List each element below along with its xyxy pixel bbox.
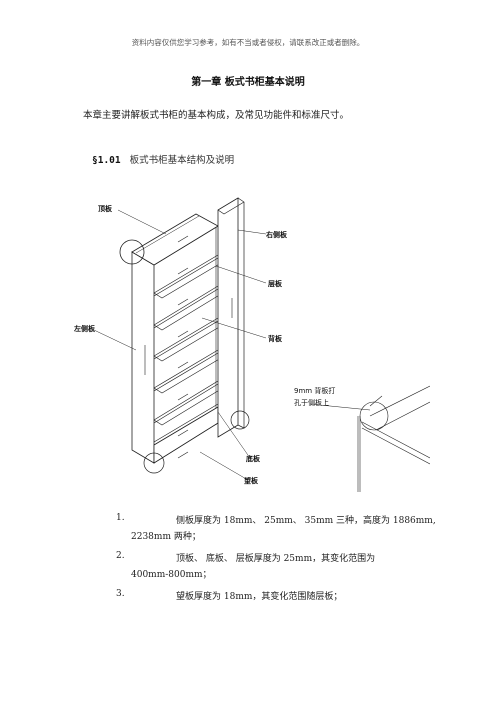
label-left-side-panel: 左侧板 (74, 325, 95, 333)
list-item-text: 侧板厚度为 18mm、 25mm、 35mm 三种，高度为 1886mm, (176, 516, 436, 526)
chapter-title: 第一章 板式书柜基本说明 (191, 77, 305, 88)
section-number: §1.01 (92, 155, 121, 166)
list-item: 2. 顶板、 底板、 层板厚度为 25mm，其变化范围为 400mm-800mm… (116, 551, 376, 589)
list-item: 1. 侧板厚度为 18mm、 25mm、 35mm 三种，高度为 1886mm,… (116, 513, 436, 551)
label-top-panel: 顶板 (98, 205, 112, 213)
list-item-text-continued: 2238mm 两种； (131, 532, 201, 542)
list-item-number: 3. (116, 589, 125, 599)
intro-paragraph: 本章主要讲解板式书柜的基本构成，及常见功能件和标准尺寸。 (83, 110, 350, 121)
list-item-text-continued: 400mm-800mm； (131, 570, 212, 580)
label-shelf: 层板 (268, 280, 282, 288)
list-item-number: 1. (116, 513, 125, 523)
watermark: 资料内容仅供您学习参考，如有不当或者侵权，请联系改正或者删除。 (131, 38, 365, 47)
list-item-text: 顶板、 底板、 层板厚度为 25mm，其变化范围为 (176, 554, 376, 564)
section-heading: §1.01 板式书柜基本结构及说明 (92, 152, 234, 166)
label-bottom-panel: 底板 (246, 455, 260, 463)
detail-label-line1: 9mm 背板打 (294, 387, 336, 395)
list-item-number: 2. (116, 551, 125, 561)
list-item: 3. 望板厚度为 18mm，其变化范围随层板； (116, 589, 376, 609)
label-right-side-panel: 右侧板 (266, 231, 287, 239)
label-kick-board: 望板 (244, 477, 258, 485)
section-title: 板式书柜基本结构及说明 (129, 155, 235, 166)
bookcase-structure-diagram: 顶板 右侧板 层板 左侧板 背板 底板 望板 9mm 背板打 孔于侧板上 (70, 190, 430, 510)
list-item-text: 望板厚度为 18mm，其变化范围随层板； (176, 592, 343, 602)
bookcase-drawing (93, 197, 430, 492)
label-back-panel: 背板 (268, 335, 282, 343)
spec-list: 1. 侧板厚度为 18mm、 25mm、 35mm 三种，高度为 1886mm,… (116, 513, 436, 609)
detail-label-line2: 孔于侧板上 (294, 399, 329, 407)
